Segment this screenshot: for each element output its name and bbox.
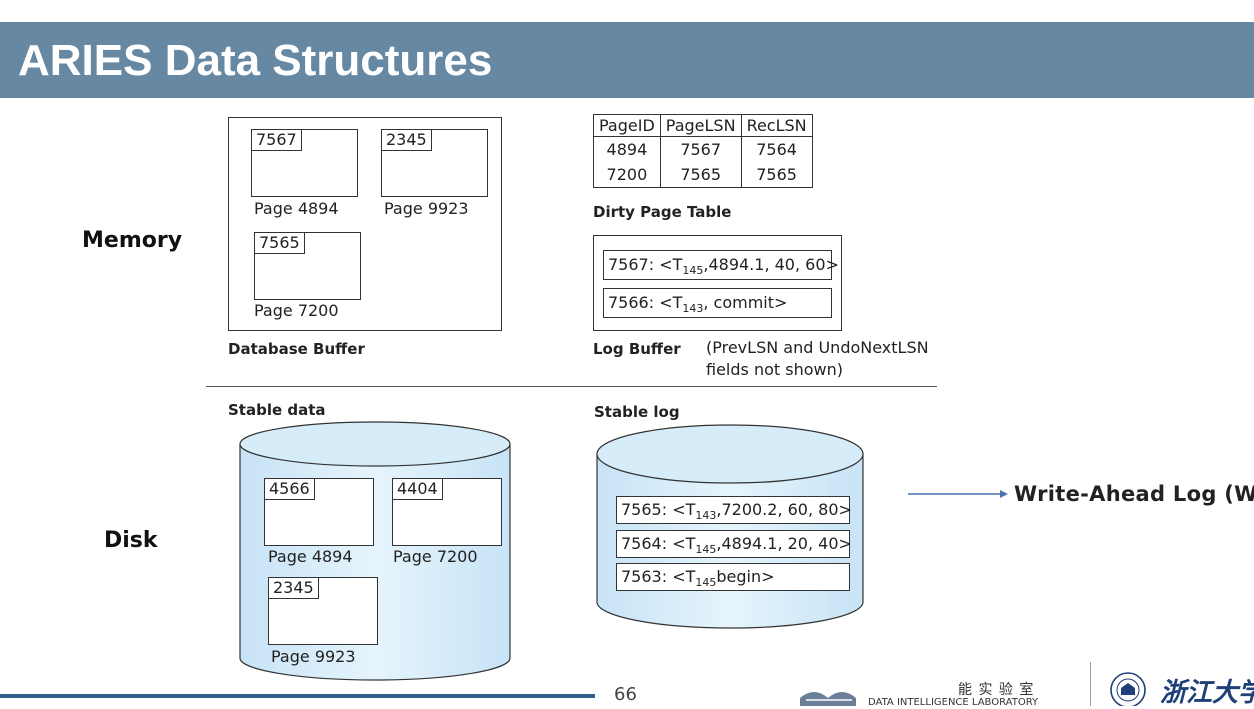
- table-row: 4894 7567 7564: [593, 136, 813, 162]
- stable-log-record: 7564: <T145,4894.1, 20, 40>: [616, 530, 852, 558]
- stable-log-cylinder: [596, 424, 864, 629]
- stable-page-box: 2345: [268, 577, 378, 645]
- table-cell: 7564: [740, 136, 813, 162]
- page-lsn-tag: 4404: [393, 479, 443, 500]
- table-cell: 7565: [659, 162, 742, 188]
- dirty-page-table-caption: Dirty Page Table: [593, 203, 732, 221]
- page-lsn-tag: 2345: [269, 578, 319, 599]
- dirty-page-table: PageID PageLSN RecLSN 4894 7567 7564 720…: [593, 114, 813, 188]
- table-row: 7200 7565 7565: [593, 162, 813, 188]
- log-buffer-record: 7567: <T145,4894.1, 40, 60>: [603, 250, 839, 280]
- university-name-cn: 浙江大学: [1160, 678, 1254, 708]
- table-cell: 4894: [593, 136, 661, 162]
- page-lsn-tag: 7565: [255, 233, 305, 254]
- stable-page-box: 4404: [392, 478, 502, 546]
- disk-label: Disk: [104, 528, 158, 553]
- wal-arrow: [908, 490, 1008, 498]
- table-header-cell: PageID: [593, 114, 661, 137]
- title-bar: [0, 22, 1254, 98]
- database-buffer-caption: Database Buffer: [228, 340, 365, 358]
- log-buffer-caption: Log Buffer: [593, 340, 681, 358]
- table-header-row: PageID PageLSN RecLSN: [593, 114, 813, 137]
- stable-page-caption: Page 9923: [271, 647, 356, 666]
- page-lsn-tag: 4566: [265, 479, 315, 500]
- buffer-page-box: 7567: [251, 129, 358, 197]
- footer-line: [0, 694, 595, 698]
- lab-name-cn: 能 实 验 室: [958, 682, 1035, 698]
- table-header-cell: PageLSN: [659, 114, 742, 137]
- footer-divider: [1090, 662, 1091, 706]
- buffer-page-caption: Page 9923: [384, 199, 469, 218]
- table-cell: 7565: [740, 162, 813, 188]
- memory-label: Memory: [82, 228, 183, 253]
- slide-title: ARIES Data Structures: [18, 36, 493, 85]
- buffer-page-caption: Page 7200: [254, 301, 339, 320]
- table-cell: 7200: [593, 162, 661, 188]
- stable-log-record: 7563: <T145begin>: [616, 563, 850, 591]
- stable-data-caption: Stable data: [228, 401, 326, 419]
- lab-name-en: DATA INTELLIGENCE LABORATORY: [868, 697, 1039, 708]
- stable-page-caption: Page 4894: [268, 547, 353, 566]
- buffer-page-box: 7565: [254, 232, 361, 300]
- stable-log-record: 7565: <T143,7200.2, 60, 80>: [616, 496, 852, 524]
- page-lsn-tag: 7567: [252, 130, 302, 151]
- log-buffer-record: 7566: <T143, commit>: [603, 288, 832, 318]
- write-ahead-log-label: Write-Ahead Log (WA: [1014, 482, 1254, 506]
- memory-disk-divider: [206, 386, 937, 388]
- lab-logo-icon: [800, 692, 856, 706]
- buffer-page-box: 2345: [381, 129, 488, 197]
- university-seal-icon: [1110, 672, 1146, 706]
- page-number: 66: [614, 684, 637, 705]
- table-cell: 7567: [659, 136, 742, 162]
- buffer-page-caption: Page 4894: [254, 199, 339, 218]
- log-buffer-note: (PrevLSN and UndoNextLSN fields not show…: [706, 338, 929, 379]
- stable-page-box: 4566: [264, 478, 374, 546]
- table-header-cell: RecLSN: [740, 114, 813, 137]
- page-lsn-tag: 2345: [382, 130, 432, 151]
- stable-page-caption: Page 7200: [393, 547, 478, 566]
- stable-log-caption: Stable log: [594, 403, 680, 421]
